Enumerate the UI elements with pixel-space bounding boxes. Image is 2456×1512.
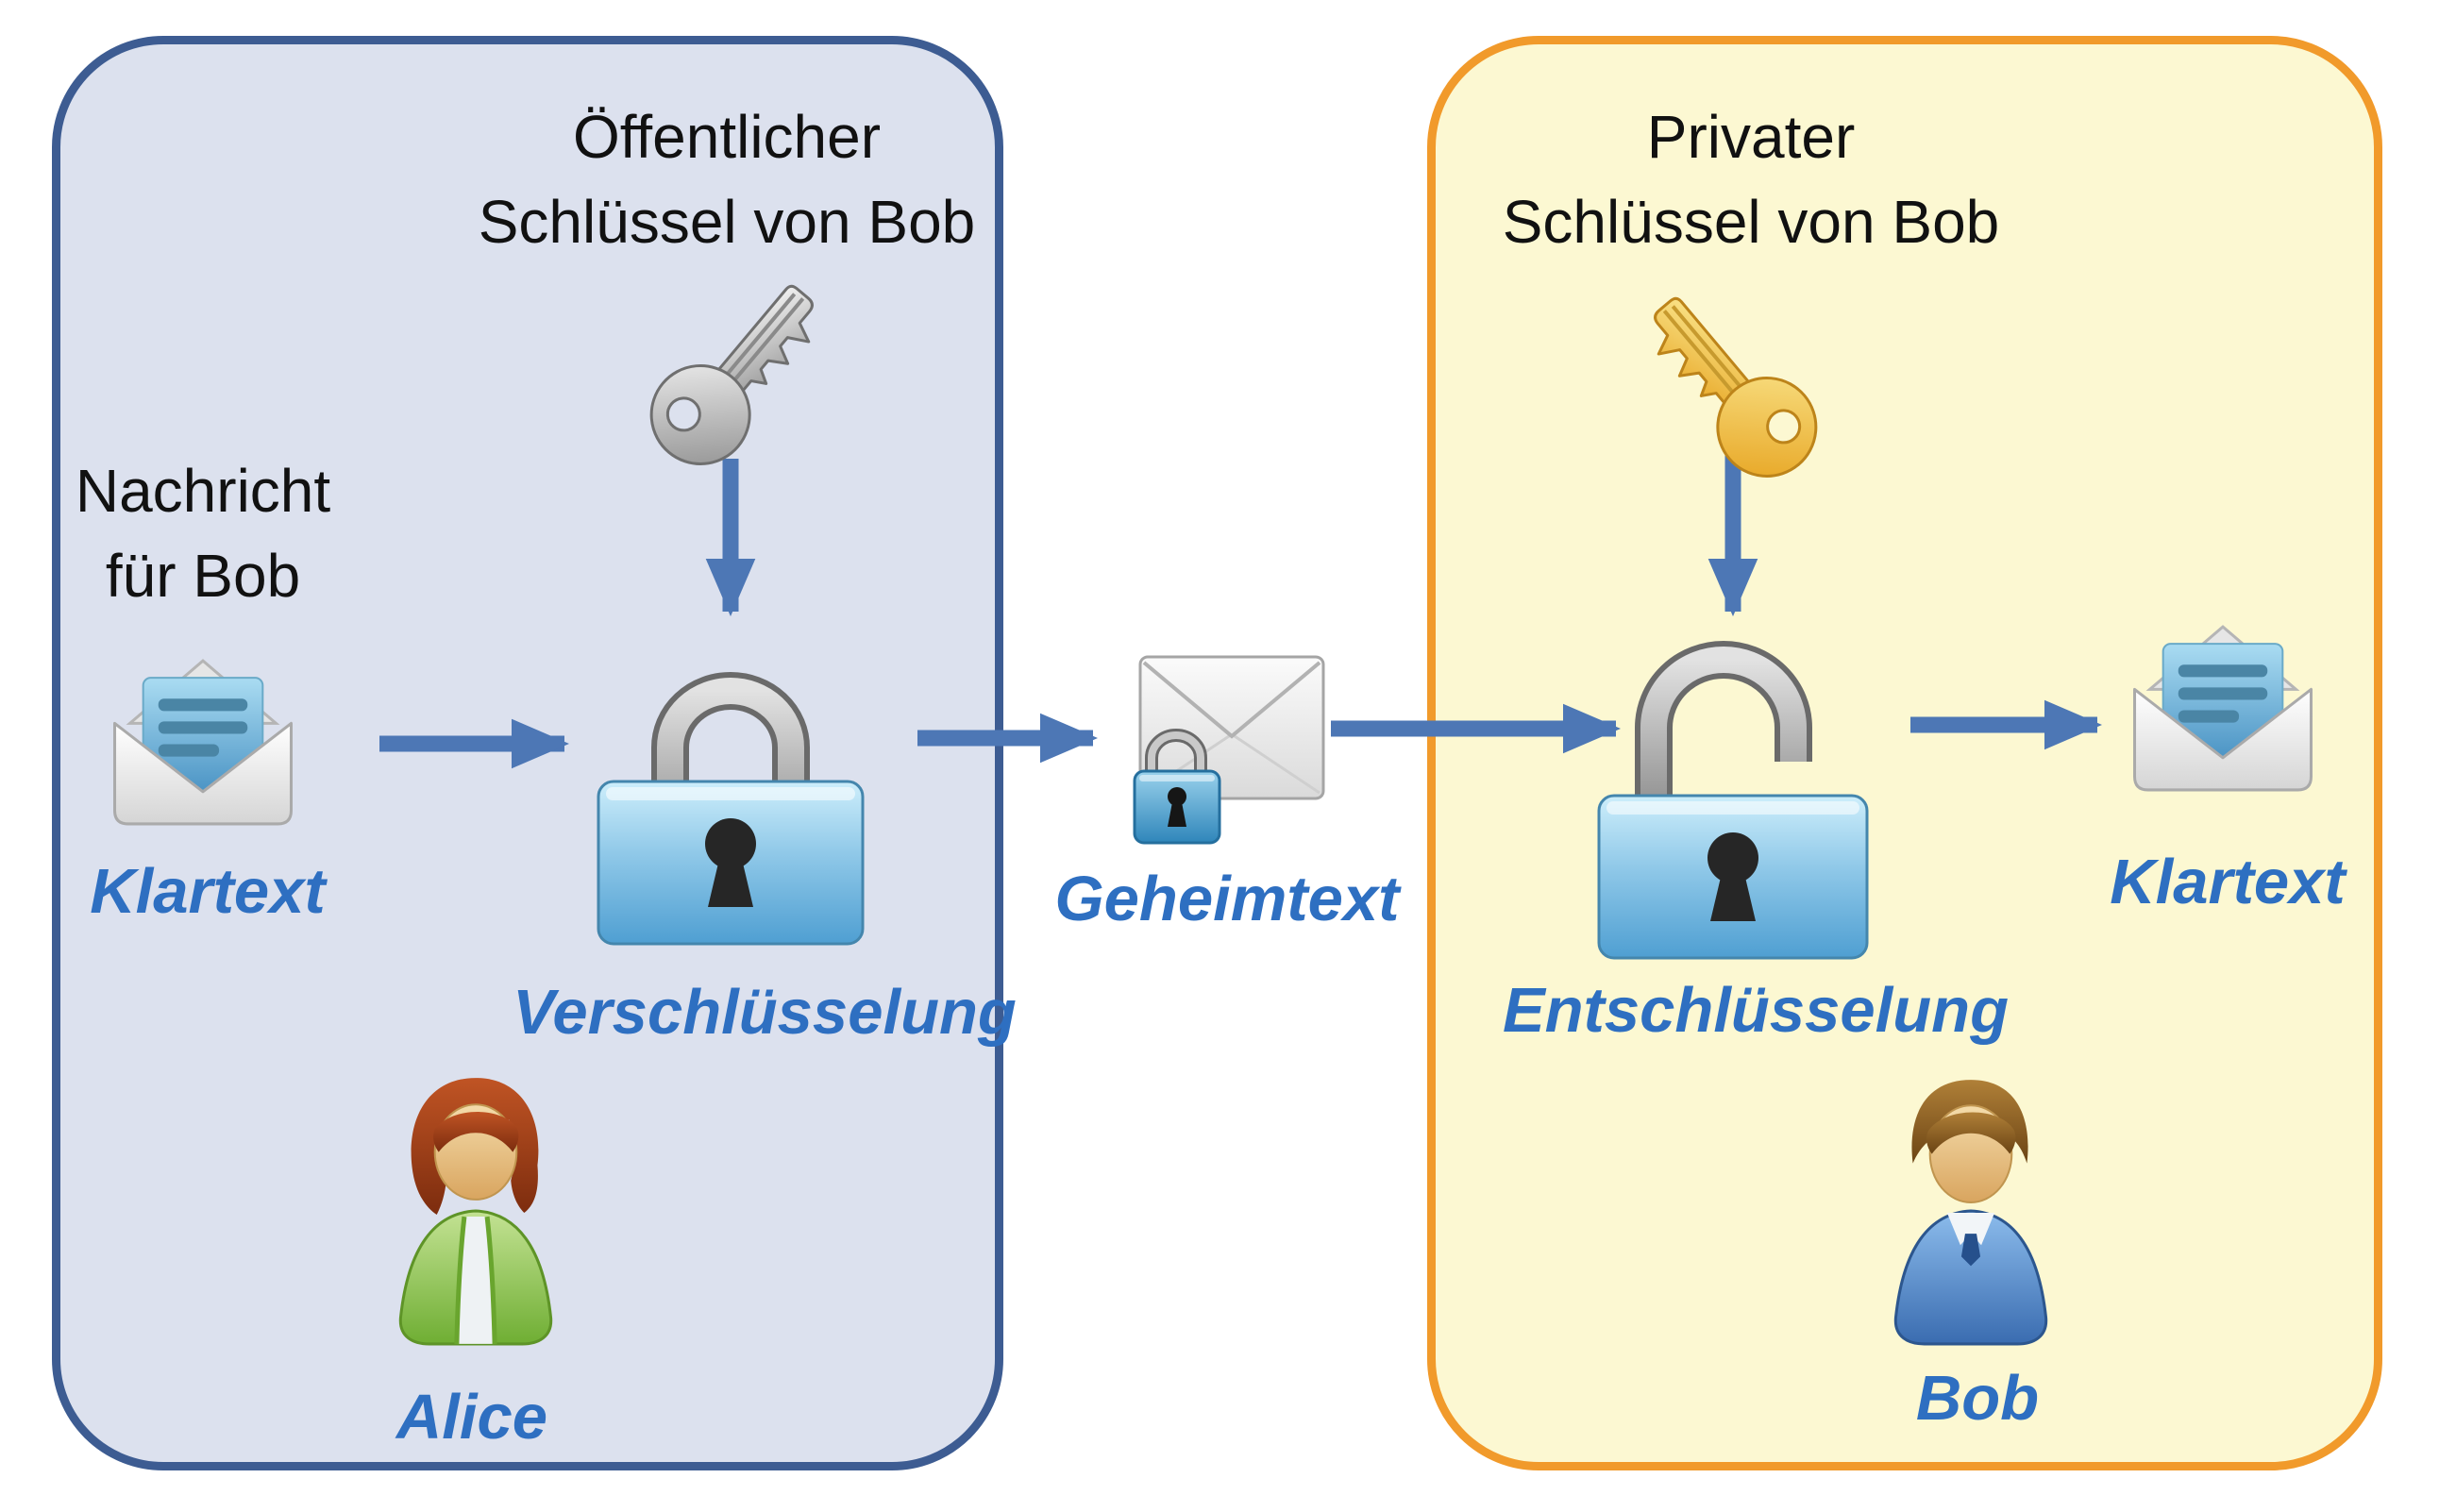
message-note-line2: für Bob: [105, 542, 301, 610]
silver-key-icon: [649, 284, 814, 465]
ciphertext-envelope-icon: [1133, 655, 1325, 845]
message-note-line1: Nachricht: [75, 457, 331, 525]
gold-key-icon: [1654, 296, 1818, 478]
public-key-title-line2: Schlüssel von Bob: [478, 188, 976, 256]
plaintext-label-right: Klartext: [2110, 847, 2346, 917]
alice-name-label: Alice: [395, 1382, 548, 1453]
plaintext-envelope-left-icon: [113, 659, 293, 826]
unlocked-padlock-icon: [1597, 641, 1869, 960]
locked-padlock-icon: [597, 672, 865, 946]
plaintext-envelope-right-icon: [2133, 625, 2313, 792]
alice-avatar-icon: [398, 1078, 553, 1346]
plaintext-label-left: Klartext: [90, 856, 326, 927]
bob-name-label: Bob: [1915, 1363, 2040, 1434]
private-key-title-line1: Privater: [1646, 103, 1856, 171]
encryption-label: Verschlüsselung: [513, 977, 1017, 1048]
bob-avatar-icon: [1893, 1080, 2048, 1346]
public-key-title-line1: Öffentlicher: [572, 103, 882, 171]
public-key-title: Öffentlicher Schlüssel von Bob: [396, 94, 1057, 264]
private-key-title: Privater Schlüssel von Bob: [1421, 94, 2081, 264]
ciphertext-label: Geheimtext: [1054, 864, 1400, 934]
private-key-title-line2: Schlüssel von Bob: [1502, 188, 2000, 256]
decryption-label: Entschlüsselung: [1502, 975, 2010, 1046]
message-note: Nachricht für Bob: [14, 448, 392, 618]
